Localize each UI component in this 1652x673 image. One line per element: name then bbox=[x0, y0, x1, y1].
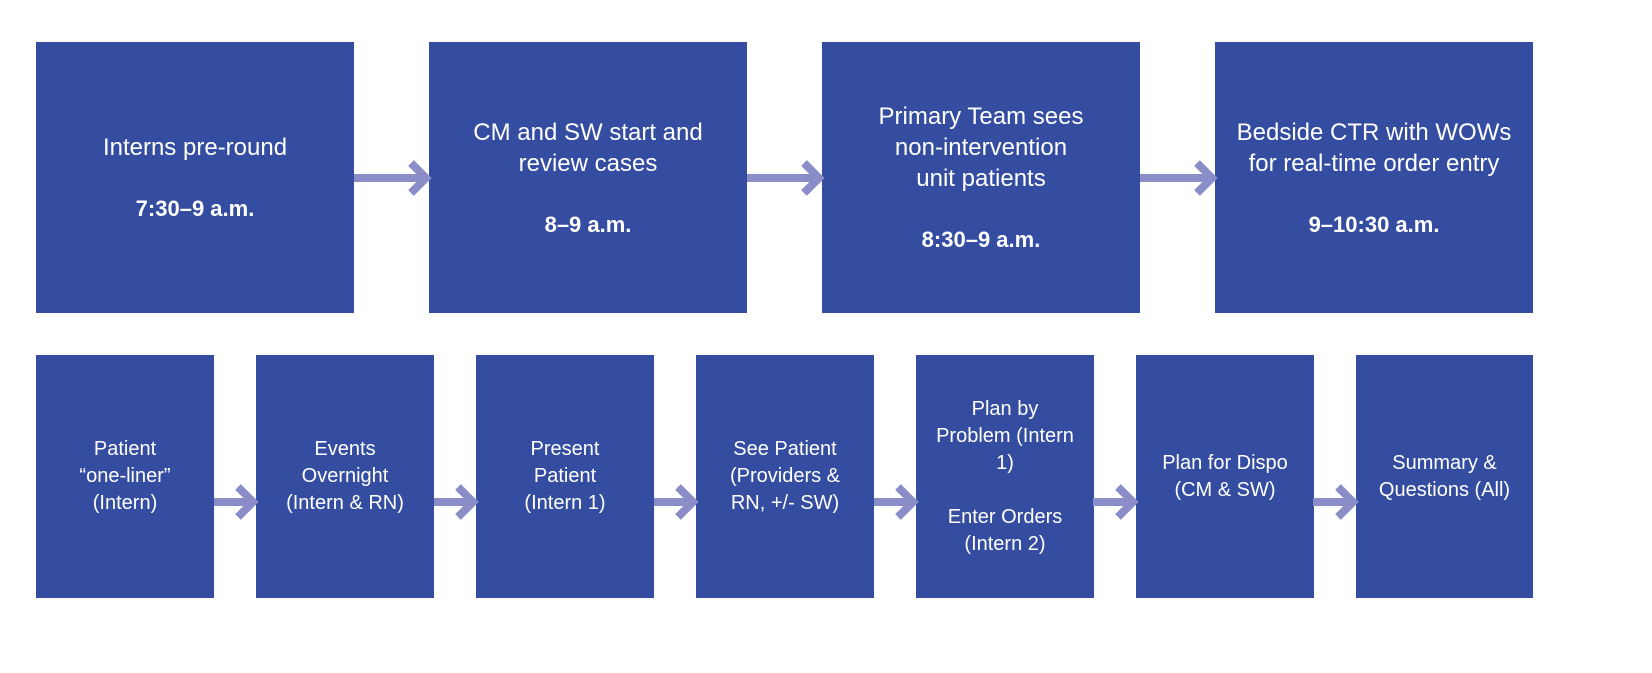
step-label: Plan for Dispo (CM & SW) bbox=[1162, 451, 1288, 501]
right-arrow-icon bbox=[214, 482, 259, 522]
step-label: Bedside CTR with WOWs for real-time orde… bbox=[1236, 118, 1512, 177]
right-arrow-icon bbox=[354, 158, 432, 198]
arrow-head bbox=[1194, 160, 1218, 196]
step-time: 8:30–9 a.m. bbox=[921, 227, 1041, 252]
right-arrow-icon bbox=[874, 482, 919, 522]
right-arrow-icon bbox=[1313, 482, 1359, 522]
step-label: See Patient (Providers & RN, +/- SW) bbox=[729, 438, 841, 514]
arrow-head bbox=[1115, 484, 1139, 520]
arrow-head bbox=[1335, 484, 1359, 520]
right-arrow-icon bbox=[434, 482, 479, 522]
arrow-head bbox=[408, 160, 432, 196]
bottom-step-5: Plan by Problem (Intern 1) Enter Orders … bbox=[916, 355, 1094, 598]
right-arrow-icon bbox=[654, 482, 699, 522]
bottom-step-1: Patient “one-liner” (Intern) bbox=[36, 355, 214, 598]
bottom-step-7: Summary & Questions (All) bbox=[1356, 355, 1533, 598]
arrow-head bbox=[801, 160, 825, 196]
step-time: 7:30–9 a.m. bbox=[135, 196, 255, 221]
step-label: Summary & Questions (All) bbox=[1378, 451, 1511, 501]
step-label: CM and SW start and review cases bbox=[473, 118, 703, 177]
step-sublabel: Enter Orders (Intern 2) bbox=[947, 505, 1063, 555]
right-arrow-icon bbox=[1093, 482, 1139, 522]
right-arrow-icon bbox=[747, 158, 825, 198]
step-label: Plan by Problem (Intern 1) bbox=[936, 397, 1074, 474]
step-time: 9–10:30 a.m. bbox=[1308, 211, 1440, 237]
arrow-head bbox=[895, 484, 919, 520]
step-label: Patient “one-liner” (Intern) bbox=[79, 438, 171, 514]
bottom-step-3: Present Patient (Intern 1) bbox=[476, 355, 654, 598]
arrow-head bbox=[235, 484, 259, 520]
top-step-4: Bedside CTR with WOWs for real-time orde… bbox=[1215, 42, 1533, 313]
right-arrow-icon bbox=[1140, 158, 1218, 198]
step-label: Events Overnight (Intern & RN) bbox=[286, 438, 404, 514]
bottom-step-4: See Patient (Providers & RN, +/- SW) bbox=[696, 355, 874, 598]
arrow-head bbox=[675, 484, 699, 520]
top-step-2: CM and SW start and review cases 8–9 a.m… bbox=[429, 42, 747, 313]
bottom-step-6: Plan for Dispo (CM & SW) bbox=[1136, 355, 1314, 598]
top-step-1: Interns pre-round 7:30–9 a.m. bbox=[36, 42, 354, 313]
step-label: Present Patient (Intern 1) bbox=[524, 438, 606, 514]
step-label: Interns pre-round bbox=[102, 134, 288, 161]
step-label: Primary Team sees non-intervention unit … bbox=[878, 103, 1084, 192]
step-time: 8–9 a.m. bbox=[544, 211, 632, 237]
top-step-3: Primary Team sees non-intervention unit … bbox=[822, 42, 1140, 313]
bottom-step-2: Events Overnight (Intern & RN) bbox=[256, 355, 434, 598]
arrow-head bbox=[455, 484, 479, 520]
